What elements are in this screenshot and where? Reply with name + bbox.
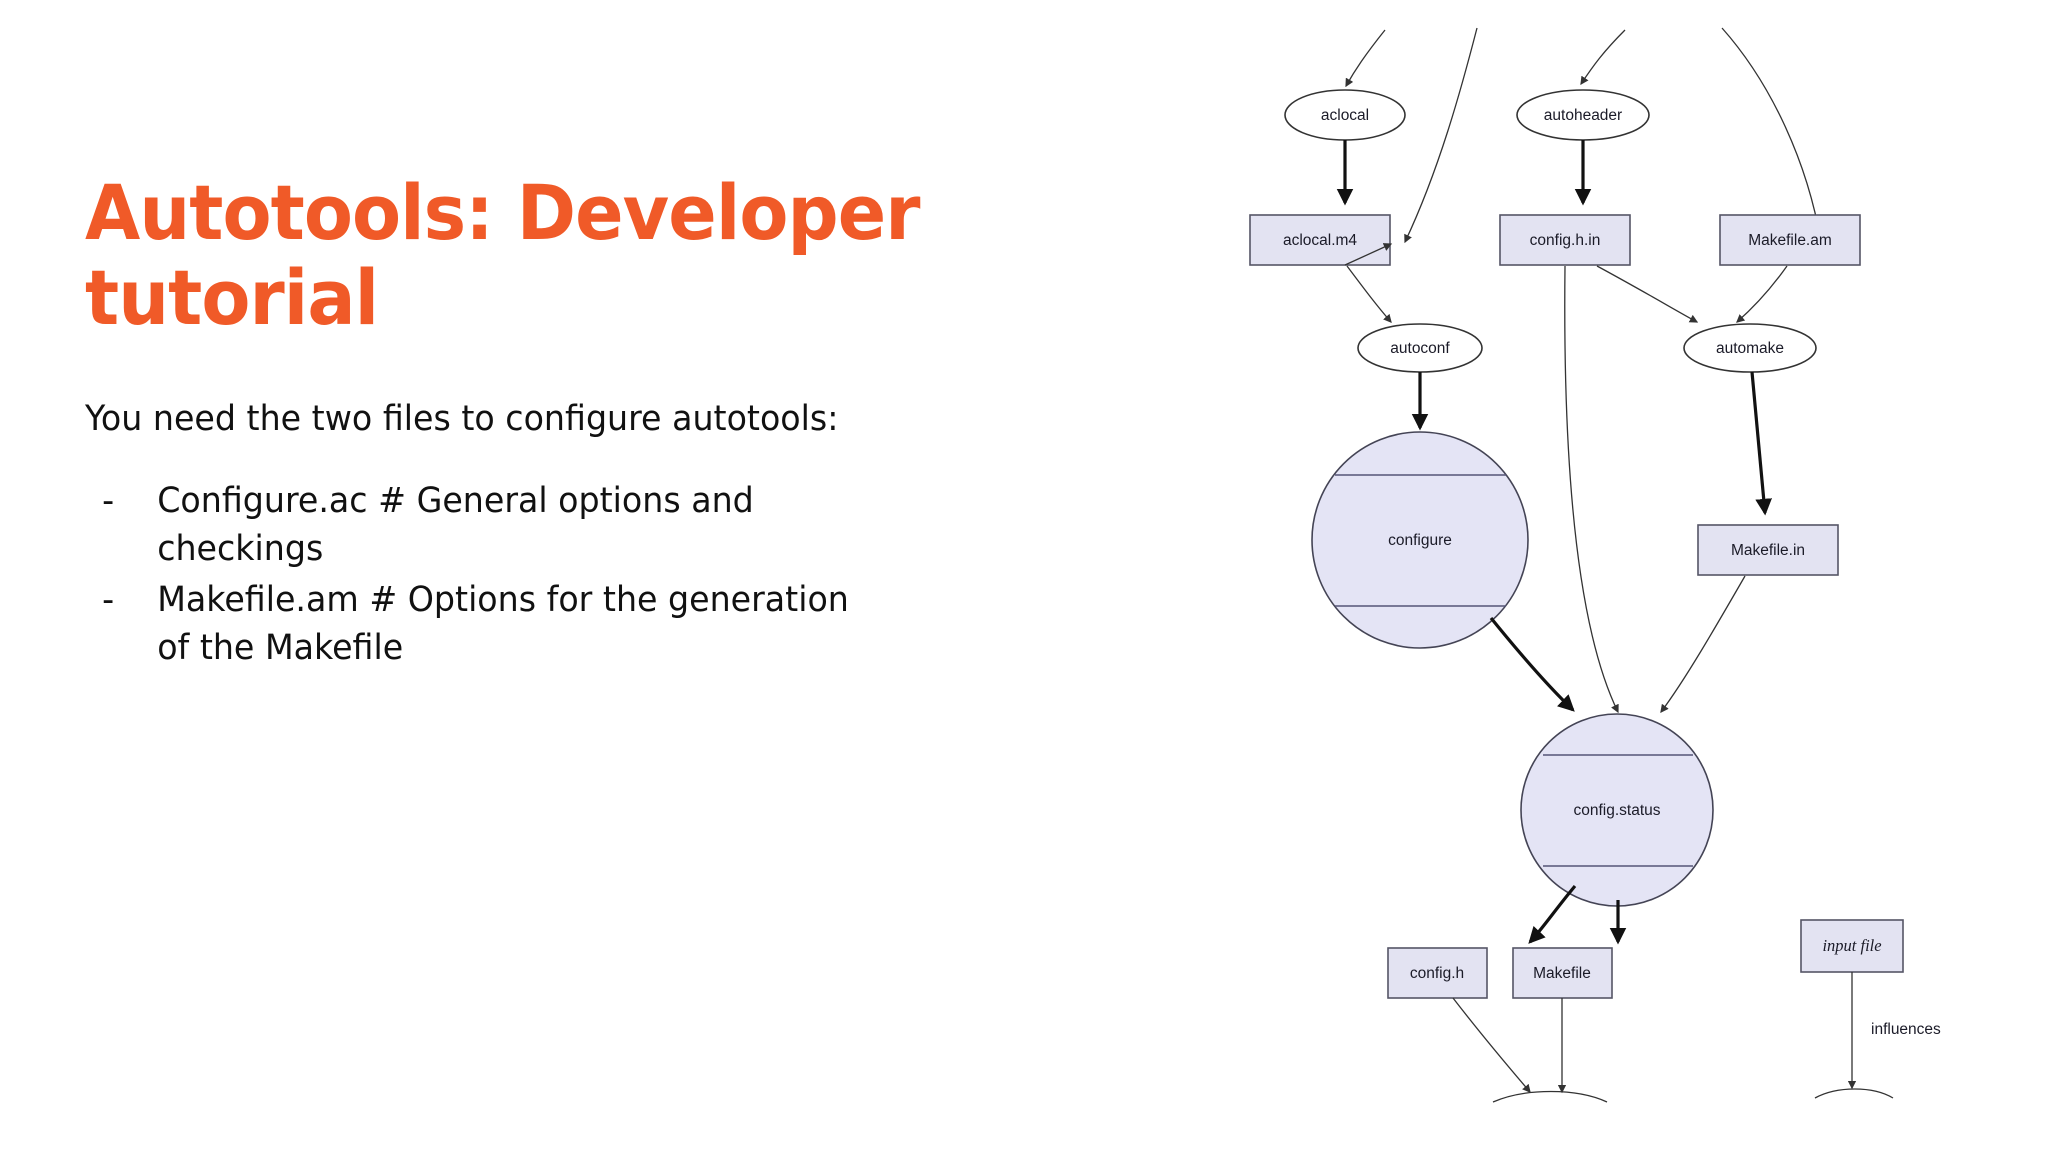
edge-configure-to-config-status xyxy=(1489,616,1575,712)
list-item: - Makefile.am # Options for the generati… xyxy=(85,576,1064,673)
node-config-h-in-label: config.h.in xyxy=(1530,232,1601,249)
node-automake: automake xyxy=(1683,323,1817,373)
node-autoconf: autoconf xyxy=(1357,323,1483,373)
node-makefile-in-label: Makefile.in xyxy=(1731,542,1805,559)
edge-config-h-in-to-config-status xyxy=(1564,265,1619,714)
list-item: - Configure.ac # General options and che… xyxy=(85,477,1064,574)
bullet-marker-icon: - xyxy=(102,579,115,620)
node-autoheader: autoheader xyxy=(1516,89,1650,141)
node-config-status: config.status xyxy=(1520,713,1714,907)
node-config-h: config.h xyxy=(1387,947,1488,999)
node-autoconf-label: autoconf xyxy=(1390,340,1450,357)
node-makefile-am-label: Makefile.am xyxy=(1748,232,1832,249)
node-aclocal-label: aclocal xyxy=(1321,107,1369,124)
bullet-marker-icon: - xyxy=(102,480,115,521)
node-makefile: Makefile xyxy=(1512,947,1613,999)
slide-text-column: Autotools: Developer tutorial You need t… xyxy=(85,170,1115,674)
legend-input-file-label: input file xyxy=(1822,936,1881,955)
bullet-list: - Configure.ac # General options and che… xyxy=(85,477,1064,672)
node-configure: configure xyxy=(1311,431,1529,649)
diagram-edges-to-autoconf xyxy=(1344,243,1393,323)
bullet-text: Makefile.am # Options for the generation… xyxy=(157,579,849,668)
node-configure-label: configure xyxy=(1388,532,1452,549)
node-config-h-in: config.h.in xyxy=(1499,214,1631,266)
node-autoheader-label: autoheader xyxy=(1544,107,1622,124)
edge-makefile-in-to-config-status xyxy=(1660,575,1746,714)
node-makefile-am: Makefile.am xyxy=(1719,214,1861,266)
diagram-edges-bottom xyxy=(1452,997,1608,1103)
edge-config-status-to-config-h xyxy=(1528,884,1577,944)
page-title: Autotools: Developer tutorial xyxy=(85,168,920,343)
lead-paragraph: You need the two files to configure auto… xyxy=(85,399,839,440)
node-config-h-label: config.h xyxy=(1410,965,1464,982)
bullet-text: Configure.ac # General options and check… xyxy=(157,480,754,570)
node-makefile-label: Makefile xyxy=(1533,965,1591,982)
node-aclocal-m4: aclocal.m4 xyxy=(1249,214,1391,266)
edge-automake-to-makefile-in xyxy=(1750,371,1772,516)
diagram-edges-top xyxy=(1345,27,1824,244)
diagram-legend: input file influences xyxy=(1800,919,1941,1099)
node-makefile-in: Makefile.in xyxy=(1697,524,1839,576)
legend-influences-label: influences xyxy=(1871,1021,1941,1038)
autotools-flow-diagram: aclocal autoheader aclocal.m4 config.h.i… xyxy=(1225,20,2035,1140)
node-aclocal: aclocal xyxy=(1284,89,1406,141)
node-automake-label: automake xyxy=(1716,340,1784,357)
node-config-status-label: config.status xyxy=(1573,802,1660,819)
diagram-edges-to-automake xyxy=(1596,265,1788,323)
node-aclocal-m4-label: aclocal.m4 xyxy=(1283,232,1357,249)
